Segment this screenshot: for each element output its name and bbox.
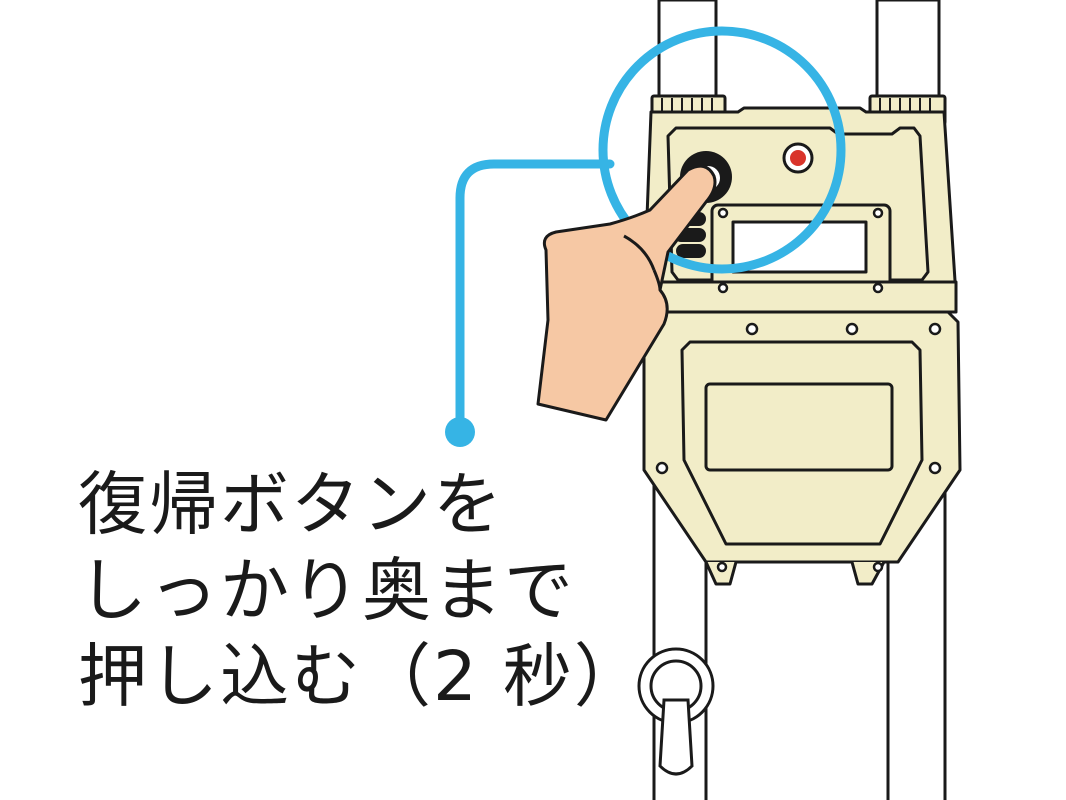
callout-leader-line: [455, 159, 615, 437]
top-right-pipe: [875, 0, 941, 102]
indicator-lamp: [782, 142, 814, 174]
pointing-hand-icon: [536, 164, 717, 422]
instruction-line-1: 復帰ボタンを: [78, 465, 504, 545]
hand-palm: [536, 164, 717, 422]
gas-valve-handle: [637, 647, 715, 776]
meter-feet: [704, 561, 886, 586]
hand-knuckle-line: [623, 234, 656, 271]
callout-dot: [445, 417, 475, 447]
gas-meter-icon: [642, 106, 962, 586]
instruction-line-2: しっかり奥まで: [78, 551, 575, 631]
top-left-pipe: [657, 0, 718, 102]
callout-circle: [598, 26, 846, 274]
meter-screws: [655, 207, 942, 573]
hand-finger-line: [652, 269, 662, 291]
magnify-callout-icon: [455, 26, 846, 437]
instruction-line-3: 押し込む（2 秒）: [78, 637, 645, 717]
meter-side-strip: [646, 280, 958, 314]
instruction-text: 復帰ボタンを しっかり奥まで 押し込む（2 秒）: [78, 462, 645, 720]
meter-label-plate: [704, 382, 894, 472]
valve-lever: [658, 698, 694, 776]
